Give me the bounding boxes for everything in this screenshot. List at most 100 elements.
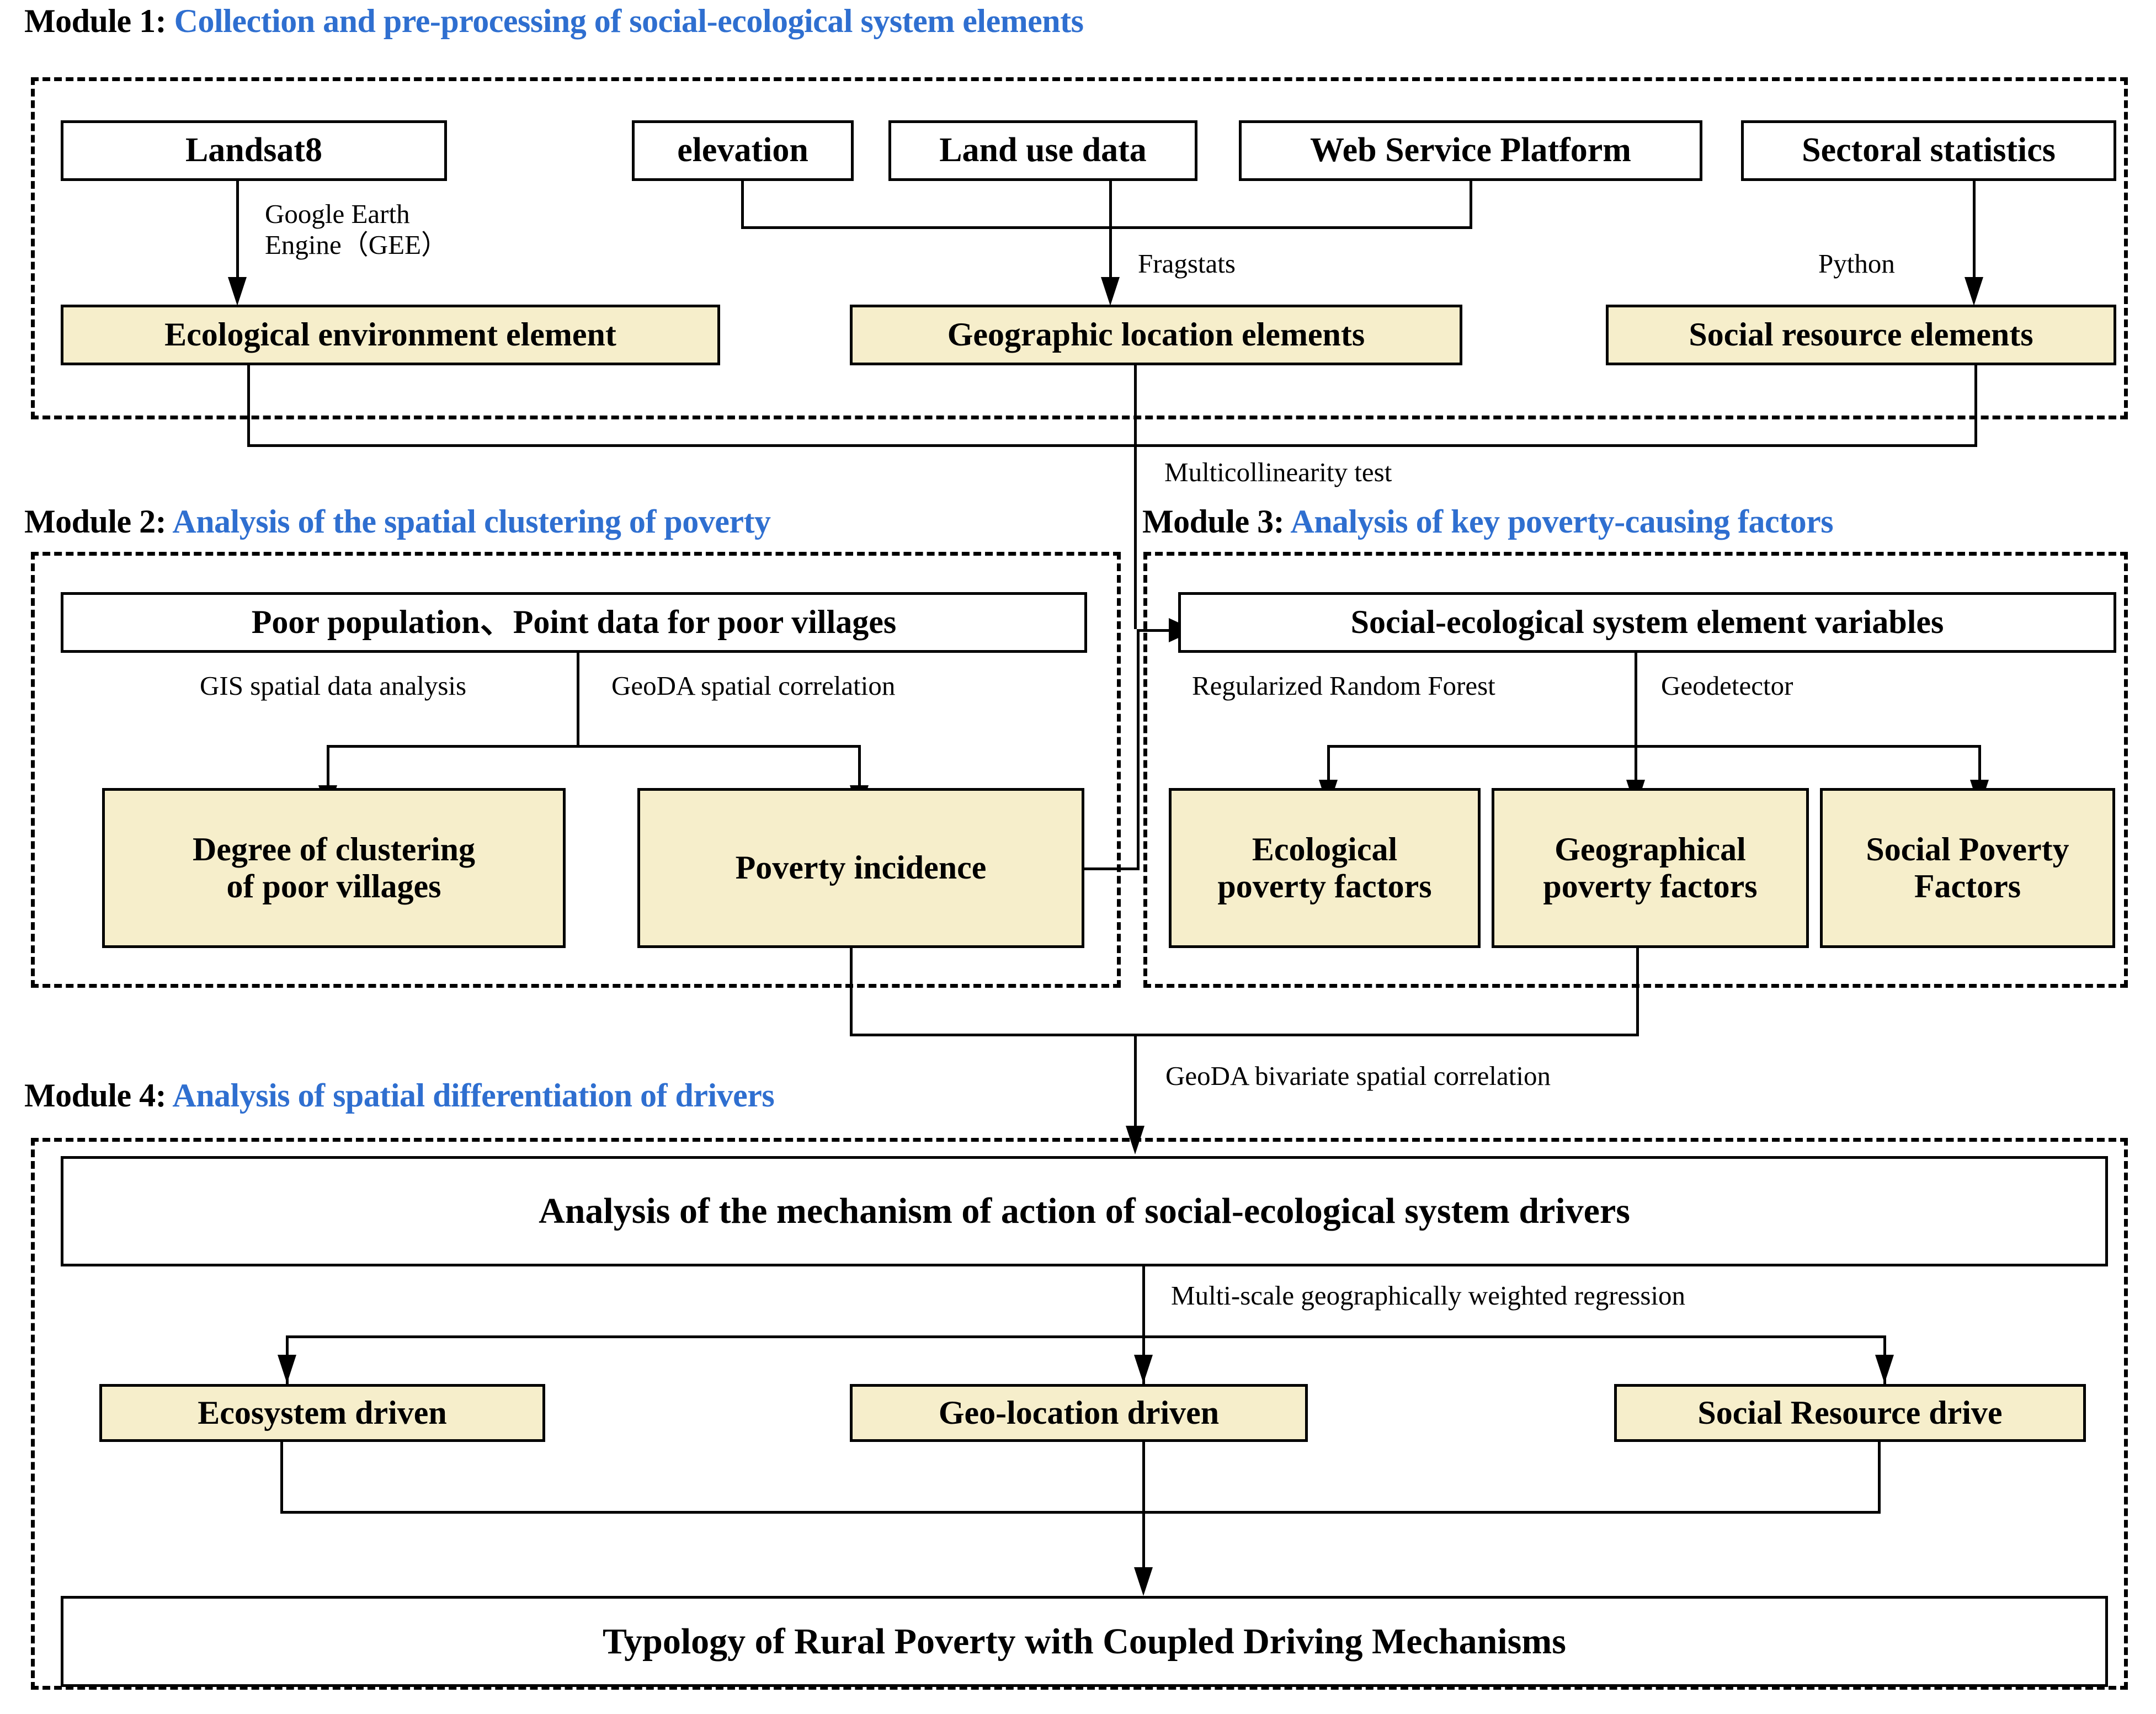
source-box-elevation[interactable]: elevation: [632, 120, 854, 181]
output-label: Social resource elements: [1689, 316, 2033, 353]
input-box-poor-population[interactable]: Poor population、Point data for poor vill…: [61, 592, 1087, 653]
output-label-line1: Ecological: [1252, 831, 1398, 867]
module-2-title: Analysis of the spatial clustering of po…: [172, 503, 771, 540]
output-box-geographical-poverty-factors[interactable]: Geographical poverty factors: [1492, 788, 1809, 948]
output-label: Poverty incidence: [735, 849, 987, 886]
module-2-heading: Module 2: Analysis of the spatial cluste…: [24, 505, 771, 538]
edge-label-text: GIS spatial data analysis: [200, 670, 467, 701]
connector-poverty-to-m3-h1: [1082, 867, 1140, 870]
module-1-title: Collection and pre-processing of social-…: [174, 3, 1084, 39]
output-label-line2: of poor villages: [226, 868, 441, 904]
output-box-degree-of-clustering[interactable]: Degree of clustering of poor villages: [102, 788, 566, 948]
connector-m3-out-down: [1636, 948, 1639, 1036]
connector-module2-right-drop: [858, 745, 861, 792]
edge-label-geoda-bivariate-spatial-correlation: GeoDA bivariate spatial correlation: [1165, 1061, 1551, 1092]
output-label: Geo-location driven: [938, 1394, 1220, 1431]
source-label: Web Service Platform: [1310, 131, 1631, 169]
source-box-land-use-data[interactable]: Land use data: [888, 120, 1197, 181]
arrowhead-module4-3: [1875, 1355, 1894, 1383]
connector-module4-split-stem: [1142, 1266, 1145, 1338]
edge-label-geoda-spatial-correlation: GeoDA spatial correlation: [611, 670, 895, 701]
connector-m4-out-down-1: [280, 1442, 283, 1514]
module-2-prefix: Module 2:: [24, 503, 167, 540]
arrowhead-final: [1134, 1567, 1153, 1596]
module-1-prefix: Module 1:: [24, 3, 167, 39]
edge-label-text: GeoDA spatial correlation: [611, 670, 896, 701]
module-1-heading: Module 1: Collection and pre-processing …: [24, 4, 1084, 38]
connector-multicollinearity-trunk: [1134, 444, 1137, 629]
edge-label-geodetector: Geodetector: [1661, 670, 1793, 701]
final-box-typology-of-rural-poverty[interactable]: Typology of Rural Poverty with Coupled D…: [61, 1596, 2108, 1687]
source-box-web-service-platform[interactable]: Web Service Platform: [1239, 120, 1702, 181]
edge-label-text: Python: [1818, 248, 1895, 279]
edge-label-multicollinearity-test: Multicollinearity test: [1164, 457, 1392, 488]
connector-web-service-down: [1470, 181, 1472, 228]
connector-sectoral-down: [1973, 181, 1976, 285]
module-3-heading: Module 3: Analysis of key poverty-causin…: [1142, 503, 1834, 540]
output-label-line1: Geographical: [1555, 831, 1746, 867]
module-4-heading: Module 4: Analysis of spatial differenti…: [24, 1077, 775, 1114]
edge-label-google-earth-engine: Google Earth Engine（GEE）: [265, 199, 448, 261]
connector-m4-out-down-3: [1878, 1442, 1881, 1514]
connector-module2-split-bar: [327, 745, 861, 748]
output-box-ecological-poverty-factors[interactable]: Ecological poverty factors: [1169, 788, 1481, 948]
module-3-prefix: Module 3:: [1142, 503, 1285, 540]
final-label: Typology of Rural Poverty with Coupled D…: [603, 1621, 1566, 1662]
connector-geo-loc-down: [1134, 364, 1137, 447]
output-box-social-resource-elements[interactable]: Social resource elements: [1606, 305, 2116, 365]
output-box-poverty-incidence[interactable]: Poverty incidence: [637, 788, 1084, 948]
edge-label-text: Regularized Random Forest: [1192, 670, 1495, 701]
source-label: Land use data: [939, 131, 1147, 169]
output-label: Ecosystem driven: [198, 1394, 447, 1431]
output-label: Geographic location elements: [947, 316, 1365, 353]
input-box-mechanism-analysis[interactable]: Analysis of the mechanism of action of s…: [61, 1156, 2108, 1266]
connector-geoda-bivariate-trunk: [1134, 1034, 1137, 1144]
connector-module3-drop-3: [1978, 745, 1981, 786]
connector-module3-drop-1: [1327, 745, 1330, 786]
edge-label-text: Geodetector: [1661, 670, 1793, 701]
edge-label-python: Python: [1818, 248, 1895, 279]
module-2-frame: [31, 552, 1121, 988]
edge-label-multiscale-gwr: Multi-scale geographically weighted regr…: [1171, 1280, 1685, 1311]
connector-m2m3-merge-bar: [850, 1034, 1639, 1036]
connector-module2-left-drop: [327, 745, 329, 792]
input-box-social-ecological-variables[interactable]: Social-ecological system element variabl…: [1178, 592, 2116, 653]
connector-module3-drop-2: [1635, 745, 1637, 786]
output-label: Ecological environment element: [164, 316, 616, 353]
output-label-line2: poverty factors: [1543, 868, 1758, 904]
arrowhead-land-use: [1101, 277, 1120, 306]
connector-social-res-down: [1974, 364, 1977, 447]
output-label-line2: poverty factors: [1217, 868, 1432, 904]
connector-module3-split-bar: [1327, 745, 1981, 748]
module-4-title: Analysis of spatial differentiation of d…: [172, 1077, 775, 1114]
connector-poverty-to-m3-h2: [1137, 629, 1189, 632]
connector-m2-out-down: [850, 948, 853, 1036]
edge-label-text: Multicollinearity test: [1164, 457, 1392, 487]
source-box-landsat8[interactable]: Landsat8: [61, 120, 447, 181]
connector-m4-out-merge-bar: [280, 1511, 1881, 1514]
module-1-frame: [31, 77, 2128, 419]
output-box-ecosystem-driven[interactable]: Ecosystem driven: [99, 1384, 545, 1442]
output-box-geo-location-driven[interactable]: Geo-location driven: [850, 1384, 1308, 1442]
input-label: Poor population、Point data for poor vill…: [251, 604, 897, 641]
module-4-frame: [31, 1138, 2128, 1690]
connector-module2-split-stem: [577, 653, 579, 747]
connector-eco-env-down: [247, 364, 250, 447]
connector-m4-final-trunk: [1142, 1442, 1145, 1580]
output-box-social-resource-drive[interactable]: Social Resource drive: [1614, 1384, 2086, 1442]
output-box-geographic-location-elements[interactable]: Geographic location elements: [850, 305, 1462, 365]
edge-label-line1: Google Earth: [265, 199, 410, 229]
source-box-sectoral-statistics[interactable]: Sectoral statistics: [1741, 120, 2116, 181]
source-label: elevation: [677, 131, 808, 169]
output-box-social-poverty-factors[interactable]: Social Poverty Factors: [1820, 788, 2115, 948]
module-4-prefix: Module 4:: [24, 1077, 167, 1114]
arrowhead-module4-2: [1134, 1355, 1153, 1383]
input-label: Social-ecological system element variabl…: [1350, 604, 1944, 641]
connector-land-use-down: [1109, 181, 1112, 285]
connector-module1-merge-bar: [741, 226, 1472, 229]
module-3-frame: [1143, 552, 2128, 988]
connector-poverty-to-m3-v: [1137, 629, 1140, 869]
source-label: Sectoral statistics: [1802, 131, 2056, 169]
output-box-ecological-environment-element[interactable]: Ecological environment element: [61, 305, 720, 365]
